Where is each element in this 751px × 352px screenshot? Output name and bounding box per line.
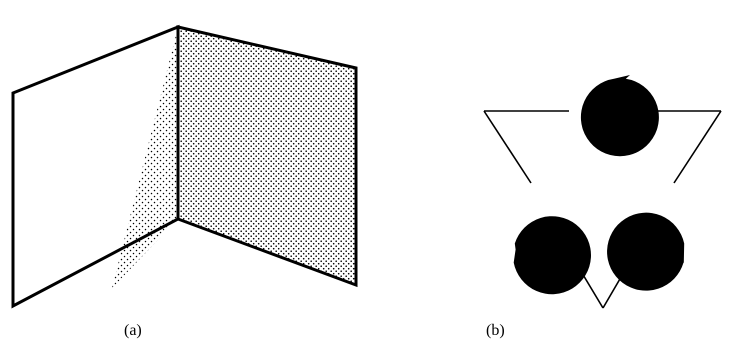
inducer-top <box>580 75 659 157</box>
panel-b-kanizsa-triangle <box>483 75 722 309</box>
panel-a-folded-card <box>11 24 358 309</box>
shadow-wedge <box>112 27 178 288</box>
caption-panel-b: (b) <box>486 322 505 339</box>
outline-right-lower-segment <box>602 247 639 309</box>
right-face-shaded <box>178 27 356 285</box>
outline-right-upper-segment <box>673 110 722 184</box>
inducer-bottom-left <box>513 216 591 295</box>
outline-triangle <box>483 110 722 309</box>
outline-left-lower-segment <box>566 247 604 309</box>
caption-panel-a: (a) <box>124 322 142 339</box>
inducer-bottom-right <box>607 212 685 291</box>
right-face <box>176 25 358 288</box>
outline-left-upper-segment <box>483 110 532 184</box>
